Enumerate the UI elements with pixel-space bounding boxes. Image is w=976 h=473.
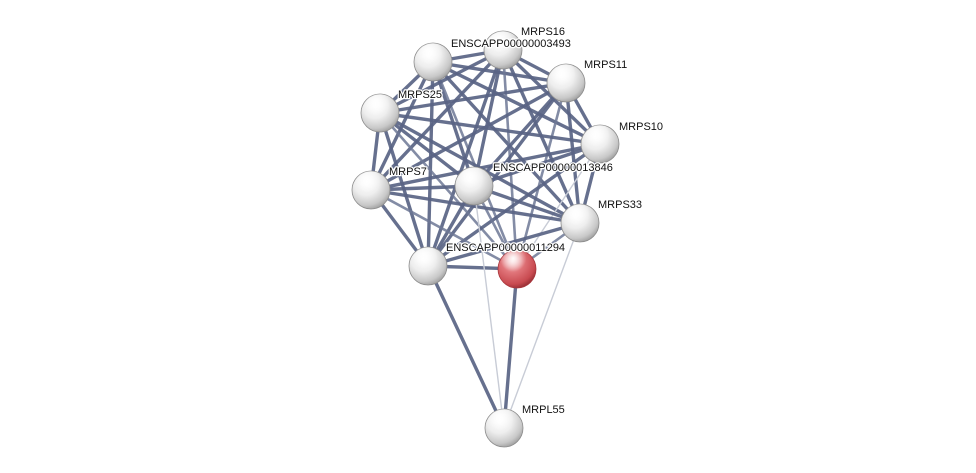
node-highlight — [455, 167, 493, 205]
node-mrps11[interactable] — [546, 63, 586, 103]
edge-mrps10-mrps7 — [369, 142, 602, 192]
node-ens13846[interactable] — [454, 166, 494, 206]
edge-mrps16-ens11294 — [426, 48, 505, 268]
edge-mrps7-query — [369, 188, 519, 271]
edge-query-mrpl55 — [502, 267, 519, 430]
node-label-mrps11: MRPS11 — [584, 59, 627, 71]
edge-mrps25-query — [378, 111, 519, 271]
edge-mrps16-ens13846 — [472, 48, 505, 188]
node-label-mrps33: MRPS33 — [598, 199, 642, 211]
node-highlight — [361, 94, 399, 132]
node-label-mrps7: MRPS7 — [389, 166, 427, 178]
node-highlight — [484, 31, 522, 69]
node-highlight — [581, 125, 619, 163]
node-mrps33[interactable] — [560, 203, 600, 243]
label-layer: ENSCAPP00000003493MRPS16MRPS11MRPS25MRPS… — [388, 25, 665, 418]
edge-mrps25-mrps10 — [378, 111, 602, 146]
edge-mrps10-ens11294 — [426, 142, 602, 268]
edge-mrps11-mrps25 — [378, 81, 568, 115]
edge-mrps11-mrps7 — [369, 81, 568, 192]
edge-mrps33-mrpl55 — [503, 222, 581, 429]
node-highlight — [414, 43, 452, 81]
edge-mrps11-ens13846 — [472, 81, 568, 188]
edge-ens3493-ens11294 — [426, 60, 435, 268]
node-label-ens13846: ENSCAPP00000013846 — [493, 162, 613, 174]
edge-mrps10-query — [516, 143, 601, 270]
node-highlight — [409, 247, 447, 285]
edge-ens13846-mrpl55 — [473, 185, 505, 429]
edge-ens11294-mrpl55 — [426, 264, 506, 430]
node-layer — [351, 30, 620, 448]
node-highlight — [498, 250, 536, 288]
edge-ens3493-mrps33 — [431, 60, 582, 225]
node-mrpl55[interactable] — [484, 408, 524, 448]
node-query[interactable] — [497, 249, 537, 289]
edge-mrps16-mrps25 — [378, 48, 505, 115]
edge-mrps7-mrps33 — [369, 188, 582, 225]
node-mrps25[interactable] — [360, 93, 400, 133]
node-highlight — [352, 171, 390, 209]
edge-mrps10-ens13846 — [472, 142, 602, 188]
node-highlight — [547, 64, 585, 102]
node-label-ens11294: ENSCAPP00000011294 — [446, 242, 565, 254]
edge-layer — [369, 48, 602, 430]
node-highlight — [485, 409, 523, 447]
edge-mrps11-ens11294 — [426, 81, 568, 268]
node-highlight — [561, 204, 599, 242]
node-mrps16[interactable] — [483, 30, 523, 70]
node-ens11294[interactable] — [408, 246, 448, 286]
node-label-mrps10: MRPS10 — [619, 121, 663, 133]
node-mrps10[interactable] — [580, 124, 620, 164]
node-label-ens3493: ENSCAPP00000003493 — [451, 38, 571, 50]
node-mrps7[interactable] — [351, 170, 391, 210]
node-ens3493[interactable] — [413, 42, 453, 82]
node-label-mrps25: MRPS25 — [398, 89, 442, 101]
edge-mrps33-ens11294 — [426, 221, 582, 268]
node-label-mrps16: MRPS16 — [521, 26, 565, 38]
node-label-mrpl55: MRPL55 — [522, 404, 565, 416]
